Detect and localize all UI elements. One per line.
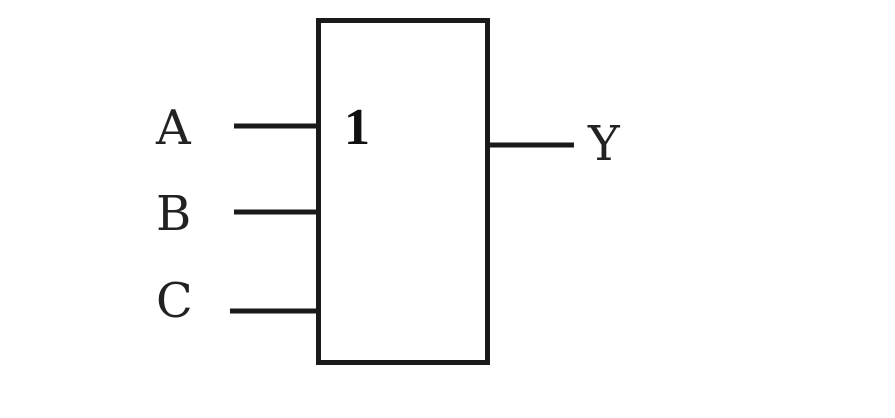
input-label-b: B xyxy=(156,186,192,242)
input-label-a: A xyxy=(156,100,191,156)
gate-body xyxy=(316,18,490,365)
input-label-c: C xyxy=(156,273,193,329)
output-label-y: Y xyxy=(588,116,620,172)
gate-function-symbol: 1 xyxy=(344,99,370,156)
